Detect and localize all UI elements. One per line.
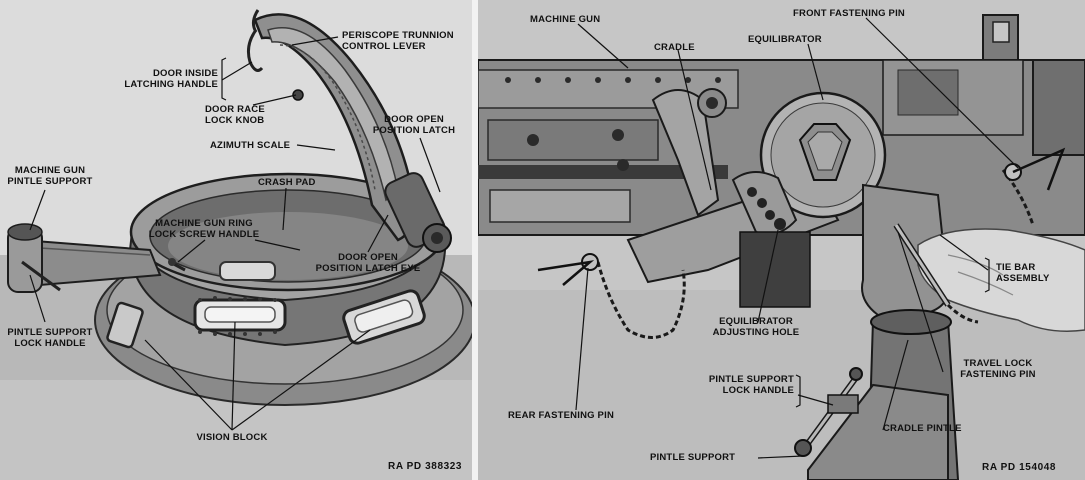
label-line-2: ASSEMBLY bbox=[996, 273, 1050, 284]
figure-reference-number: RA PD 388323 bbox=[388, 461, 463, 472]
label-equilibrator: EQUILIBRATOR bbox=[748, 34, 822, 45]
label-door-open-position-latch: DOOR OPEN POSITION LATCH bbox=[368, 114, 460, 136]
label-machine-gun-pintle-support: MACHINE GUN PINTLE SUPPORT bbox=[2, 165, 98, 187]
figure-reference-number-right: RA PD 154048 bbox=[982, 462, 1057, 473]
label-rear-fastening-pin: REAR FASTENING PIN bbox=[508, 410, 614, 421]
label-text: AZIMUTH SCALE bbox=[210, 140, 291, 151]
label-tie-bar-assembly: TIE BAR ASSEMBLY bbox=[996, 262, 1050, 284]
label-vision-block: VISION BLOCK bbox=[182, 432, 282, 443]
label-line-2: POSITION LATCH bbox=[372, 125, 456, 136]
label-line-2: LOCK HANDLE bbox=[722, 385, 794, 396]
label-line-2: LATCHING HANDLE bbox=[124, 79, 218, 90]
label-pintle-support-lock-handle-right: PINTLE SUPPORT LOCK HANDLE bbox=[682, 374, 794, 396]
label-line-1: MACHINE GUN RING bbox=[155, 218, 253, 229]
label-door-race-lock-knob: DOOR RACE LOCK KNOB bbox=[205, 104, 265, 126]
label-line-1: PINTLE SUPPORT bbox=[7, 327, 93, 338]
label-equilibrator-adjusting-hole: EQUILIBRATOR ADJUSTING HOLE bbox=[696, 316, 816, 338]
label-cradle-pintle: CRADLE PINTLE bbox=[883, 423, 962, 434]
label-line-2: LOCK HANDLE bbox=[14, 338, 86, 349]
label-line-1: PERISCOPE TRUNNION bbox=[342, 30, 454, 41]
label-text: VISION BLOCK bbox=[196, 432, 268, 443]
figure-divider bbox=[472, 0, 478, 480]
label-text: MACHINE GUN bbox=[530, 14, 601, 25]
label-door-inside-latching-handle: DOOR INSIDE LATCHING HANDLE bbox=[118, 68, 218, 90]
label-travel-lock-fastening-pin: TRAVEL LOCK FASTENING PIN bbox=[943, 358, 1053, 380]
cupola-illustration: PERISCOPE TRUNNION CONTROL LEVER DOOR IN… bbox=[0, 0, 472, 480]
label-pintle-support-lock-handle: PINTLE SUPPORT LOCK HANDLE bbox=[0, 327, 100, 349]
label-line-2: POSITION LATCH EYE bbox=[315, 263, 421, 274]
label-line-1: PINTLE SUPPORT bbox=[708, 374, 794, 385]
label-machine-gun: MACHINE GUN bbox=[530, 14, 600, 25]
label-text: CRASH PAD bbox=[258, 177, 316, 188]
label-text: PINTLE SUPPORT bbox=[650, 452, 736, 463]
label-text: CRADLE PINTLE bbox=[883, 423, 962, 434]
label-line-2: LOCK KNOB bbox=[205, 115, 265, 126]
label-line-2: LOCK SCREW HANDLE bbox=[148, 229, 260, 240]
label-text: CRADLE bbox=[654, 42, 695, 53]
cupola-drawing bbox=[0, 9, 472, 480]
label-line-1: DOOR INSIDE bbox=[152, 68, 218, 79]
mount-drawing bbox=[478, 0, 1085, 480]
label-azimuth-scale: AZIMUTH SCALE bbox=[210, 140, 290, 151]
label-line-1: DOOR OPEN bbox=[338, 252, 398, 263]
label-line-1: DOOR OPEN bbox=[384, 114, 444, 125]
label-machine-gun-ring-lock-screw-handle: MACHINE GUN RING LOCK SCREW HANDLE bbox=[140, 218, 268, 240]
label-line-1: TRAVEL LOCK bbox=[963, 358, 1033, 369]
label-line-1: MACHINE GUN bbox=[14, 165, 86, 176]
label-crash-pad: CRASH PAD bbox=[258, 177, 316, 188]
label-line-1: TIE BAR bbox=[996, 262, 1036, 273]
label-line-1: DOOR RACE bbox=[205, 104, 265, 115]
label-line-2: FASTENING PIN bbox=[960, 369, 1036, 380]
label-cradle: CRADLE bbox=[654, 42, 695, 53]
label-line-2: CONTROL LEVER bbox=[342, 41, 426, 52]
label-line-1: EQUILIBRATOR bbox=[719, 316, 793, 327]
label-door-open-position-latch-eye: DOOR OPEN POSITION LATCH EYE bbox=[303, 252, 433, 274]
label-periscope-trunnion-control-lever: PERISCOPE TRUNNION CONTROL LEVER bbox=[342, 30, 454, 52]
label-line-2: ADJUSTING HOLE bbox=[712, 327, 800, 338]
machine-gun-mount-illustration: MACHINE GUN CRADLE EQUILIBRATOR FRONT FA… bbox=[478, 0, 1085, 480]
label-pintle-support: PINTLE SUPPORT bbox=[650, 452, 735, 463]
label-front-fastening-pin: FRONT FASTENING PIN bbox=[793, 8, 905, 19]
label-text: EQUILIBRATOR bbox=[748, 34, 822, 45]
label-text: FRONT FASTENING PIN bbox=[793, 8, 905, 19]
label-line-2: PINTLE SUPPORT bbox=[7, 176, 93, 187]
label-text: REAR FASTENING PIN bbox=[508, 410, 614, 421]
